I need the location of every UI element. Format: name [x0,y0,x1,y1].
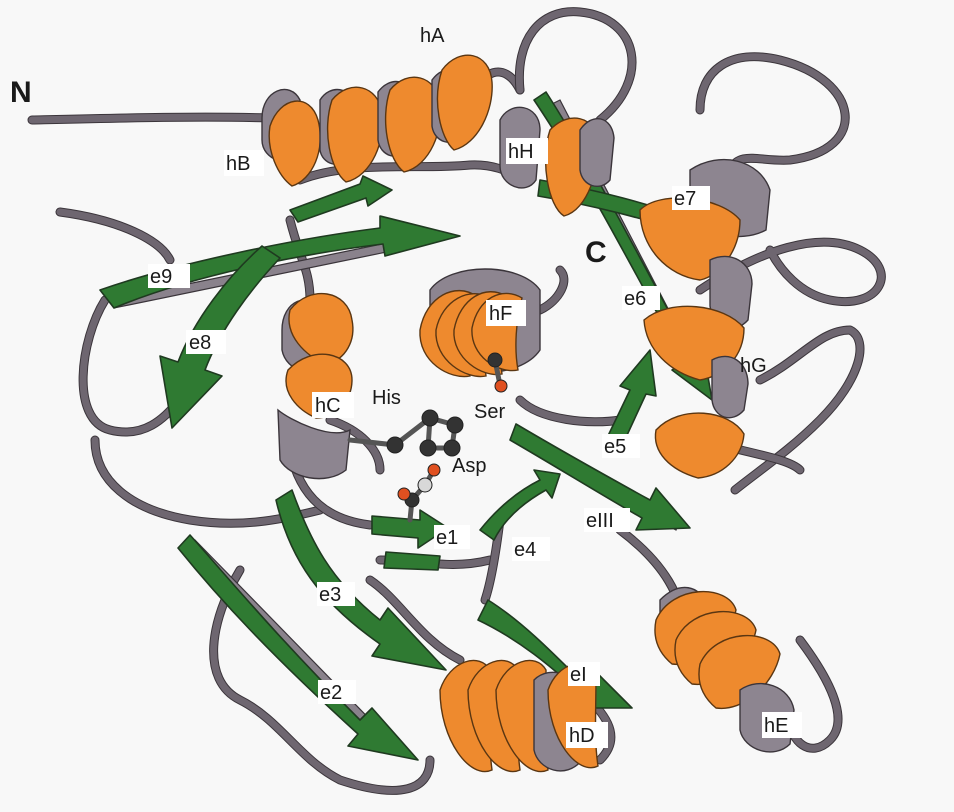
strand-label-e4: e4 [514,539,536,561]
strand-label-e2: e2 [320,682,342,704]
helix-label-hG: hG [740,355,767,377]
residue-label-asp: Asp [452,455,486,477]
residue-label-ser: Ser [474,401,505,423]
c-terminus-label: C [585,236,607,269]
beta-strands [100,92,730,760]
strand-e4 [480,470,560,540]
n-terminus-label: N [10,76,32,109]
strand-label-e8: e8 [189,332,211,354]
strand-label-e1: e1 [436,527,458,549]
helix-label-hE: hE [764,715,788,737]
strand-e5 [606,350,656,446]
helix-hC [278,294,353,479]
strand-label-eIII: eIII [586,510,614,532]
strand-label-e9: e9 [150,266,172,288]
strand-e9 [100,216,460,308]
strand-label-e6: e6 [624,288,646,310]
residue-label-his: His [372,387,401,409]
catalytic-triad [350,353,507,520]
strand-label-e5: e5 [604,436,626,458]
strand-label-e7: e7 [674,188,696,210]
strand-label-e3: e3 [319,584,341,606]
helix-label-hA: hA [420,25,445,47]
helix-label-hH: hH [508,141,534,163]
helix-label-hD: hD [569,725,595,747]
helix-label-hF: hF [489,303,512,325]
helix-label-hC: hC [315,395,341,417]
strand-top-short [290,176,392,222]
helix-label-hB: hB [226,153,250,175]
strand-label-eI: eI [570,664,587,686]
